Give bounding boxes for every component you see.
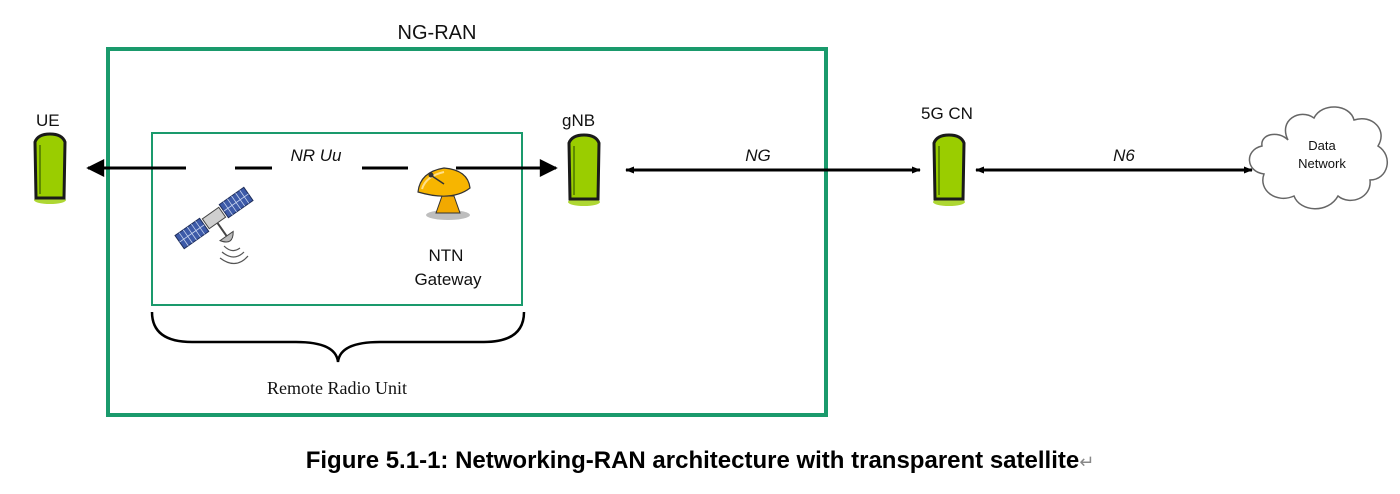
nr-uu-label: NR Uu [290,146,342,165]
ue-label: UE [36,111,60,130]
core-network-node-icon [932,133,966,206]
core-network-label: 5G CN [921,104,973,123]
satellite-icon [174,186,254,250]
figure-caption: Figure 5.1-1: Networking-RAN architectur… [0,447,1400,475]
data-network-label-line2: Network [1298,156,1346,171]
ntn-gateway-label-line1: NTN [428,246,464,265]
ntn-gateway-label-line2: Gateway [414,270,482,289]
ng-ran-label: NG-RAN [397,22,477,44]
gnb-label: gNB [562,111,596,130]
gnb-node-icon [567,133,601,206]
remote-radio-unit-label: Remote Radio Unit [267,378,407,398]
n6-label: N6 [1113,146,1135,165]
ue-node-icon [33,132,67,204]
figure-caption-text: Figure 5.1-1: Networking-RAN architectur… [305,447,1080,474]
satellite-signal-icon [219,245,249,265]
ng-label: NG [745,146,771,165]
data-network-cloud-icon [1248,106,1388,210]
remote-radio-unit-brace [150,311,526,363]
paragraph-return-mark: ↵ [1079,452,1095,472]
ng-ran-boundary [106,47,828,417]
data-network-label-line1: Data [1308,138,1336,153]
remote-radio-unit-box [151,132,523,306]
ntn-gateway-dish-icon [417,167,471,220]
